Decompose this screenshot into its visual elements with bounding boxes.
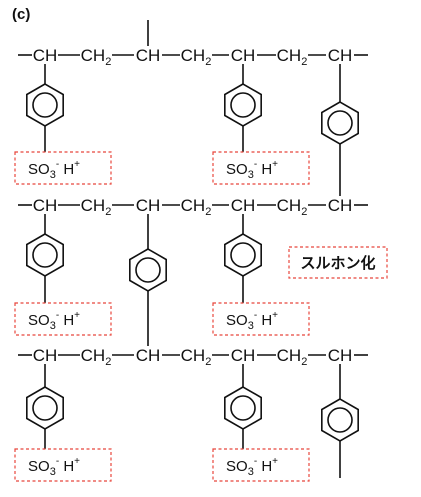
sulfonate-box: [212, 151, 310, 185]
ch-group: CH: [328, 346, 353, 365]
benzene-ring: [26, 233, 64, 277]
ch-group: CH: [328, 46, 353, 65]
ch2-group: CH2: [81, 46, 112, 68]
ring-aromatic-circle: [230, 395, 256, 421]
ch2-group: CH2: [181, 346, 212, 368]
ch-group: CH: [33, 46, 58, 65]
panel-label: (c): [12, 6, 30, 23]
sulfonate-group: SO3- H+: [14, 448, 112, 482]
benzene-ring: [224, 233, 262, 277]
benzene-ring: [224, 83, 262, 127]
sulfonate-group: SO3- H+: [14, 302, 112, 336]
sulfonation-label-text: スルホン化: [300, 254, 375, 272]
sulfonate-text: SO3- H+: [28, 456, 80, 478]
ch2-group: CH2: [81, 346, 112, 368]
sulfonation-label: スルホン化: [288, 246, 388, 279]
benzene-ring: [26, 83, 64, 127]
sulfonate-box: [14, 448, 112, 482]
sulfonate-text: SO3- H+: [226, 159, 278, 181]
sulfonate-group: SO3- H+: [212, 448, 310, 482]
ring-aromatic-circle: [135, 257, 161, 283]
sulfonate-box: [14, 151, 112, 185]
benzene-ring: [129, 248, 167, 292]
ring-aromatic-circle: [32, 395, 58, 421]
ch2-group: CH2: [277, 46, 308, 68]
ch-group: CH: [33, 196, 58, 215]
sulfonate-group: SO3- H+: [212, 151, 310, 185]
ch-group: CH: [231, 196, 256, 215]
sulfonate-group: SO3- H+: [14, 151, 112, 185]
ch2-group: CH2: [277, 196, 308, 218]
ring-aromatic-circle: [32, 92, 58, 118]
sulfonate-box: [212, 448, 310, 482]
ch-group: CH: [231, 346, 256, 365]
ch2-group: CH2: [181, 196, 212, 218]
ring-aromatic-circle: [327, 110, 353, 136]
ch-group: CH: [33, 346, 58, 365]
benzene-ring: [224, 386, 262, 430]
ch-group: CH: [328, 196, 353, 215]
benzene-ring: [321, 101, 359, 145]
benzene-ring: [321, 398, 359, 442]
sulfonate-box: [14, 302, 112, 336]
sulfonation-label-box: [288, 246, 388, 279]
ch2-group: CH2: [277, 346, 308, 368]
ch2-group: CH2: [181, 46, 212, 68]
ring-aromatic-circle: [230, 242, 256, 268]
sulfonate-text: SO3- H+: [226, 310, 278, 332]
ch-group: CH: [136, 46, 161, 65]
ring-aromatic-circle: [230, 92, 256, 118]
ch-group: CH: [136, 196, 161, 215]
sulfonate-text: SO3- H+: [28, 310, 80, 332]
sulfonate-text: SO3- H+: [28, 159, 80, 181]
ring-aromatic-circle: [32, 242, 58, 268]
sulfonate-box: [212, 302, 310, 336]
sulfonate-text: SO3- H+: [226, 456, 278, 478]
ch2-group: CH2: [81, 196, 112, 218]
ring-aromatic-circle: [327, 407, 353, 433]
ch-group: CH: [136, 346, 161, 365]
ch-group: CH: [231, 46, 256, 65]
benzene-ring: [26, 386, 64, 430]
sulfonate-group: SO3- H+: [212, 302, 310, 336]
